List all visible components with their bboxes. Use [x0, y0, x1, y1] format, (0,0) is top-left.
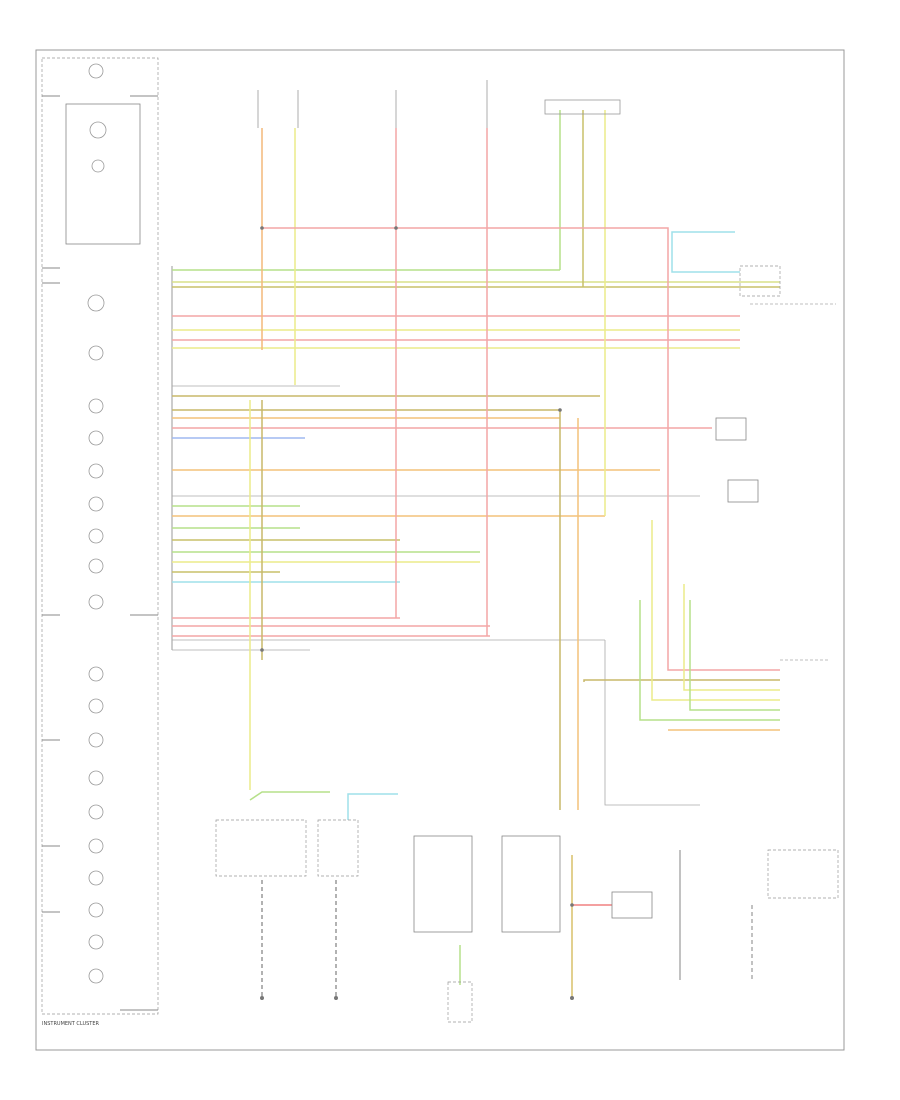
- indicator-18: [88, 968, 104, 984]
- indicator-3: [88, 430, 104, 446]
- feed-gray-right: [604, 640, 700, 806]
- indicator-2: [88, 398, 104, 414]
- sensor-bottom: [447, 981, 473, 1023]
- ground-dot-1: [260, 996, 264, 1000]
- indicator-9: [88, 666, 104, 682]
- switch-box: [727, 479, 759, 503]
- control-module-box: [317, 819, 359, 877]
- gauge-box-top: [65, 103, 141, 245]
- indicator-5: [88, 496, 104, 512]
- feed-green-harness-2: [689, 600, 780, 711]
- module-box-a: [413, 835, 473, 933]
- feed-green-bottom: [249, 791, 330, 801]
- feed-olive-harness: [583, 679, 780, 682]
- indicator-17: [88, 934, 104, 950]
- speedometer-gauge: [88, 63, 104, 79]
- indicator-8: [88, 594, 104, 610]
- module-box-b: [501, 835, 561, 933]
- cluster-boundary: [41, 57, 159, 1015]
- indicator-6: [88, 528, 104, 544]
- harness-bus: [171, 266, 780, 651]
- indicator-12: [88, 770, 104, 786]
- cluster-caption: INSTRUMENT CLUSTER: [42, 1021, 100, 1027]
- fuse-headers: [257, 80, 621, 128]
- relay-bottom: [611, 891, 653, 919]
- ignition-switch-box: [215, 819, 307, 877]
- indicator-1: [88, 345, 104, 361]
- indicator-16: [88, 902, 104, 918]
- feed-yellow-harness-2: [683, 584, 780, 691]
- right-components: [715, 265, 839, 899]
- diagram-frame: [35, 49, 845, 1051]
- indicator-13: [88, 804, 104, 820]
- vertical-feeds: [249, 110, 780, 1000]
- feed-pink-top: [262, 227, 780, 671]
- instrument-cluster: INSTRUMENT CLUSTER: [41, 57, 159, 1027]
- indicator-lamps: [88, 345, 104, 984]
- temp-gauge: [91, 159, 105, 173]
- cluster-terminals: [42, 95, 158, 1011]
- tachometer-gauge: [87, 294, 105, 312]
- module-box-right: [767, 849, 839, 899]
- indicator-15: [88, 870, 104, 886]
- feed-green-harness: [639, 600, 780, 721]
- feed-cyan-top: [671, 231, 740, 273]
- sensor-box-1: [715, 417, 747, 441]
- fuel-gauge: [89, 121, 107, 139]
- ground-dot-3: [570, 996, 574, 1000]
- ground-dot-2: [334, 996, 338, 1000]
- indicator-11: [88, 732, 104, 748]
- fuse-block-top: [544, 99, 621, 115]
- bottom-modules: [215, 819, 753, 1023]
- indicator-7: [88, 558, 104, 574]
- feed-yellow-harness: [651, 520, 780, 701]
- indicator-14: [88, 838, 104, 854]
- splice-points: [260, 226, 574, 907]
- indicator-4: [88, 463, 104, 479]
- feed-cyan-bottom: [347, 793, 398, 820]
- relay-box-right-top: [739, 265, 781, 297]
- indicator-10: [88, 698, 104, 714]
